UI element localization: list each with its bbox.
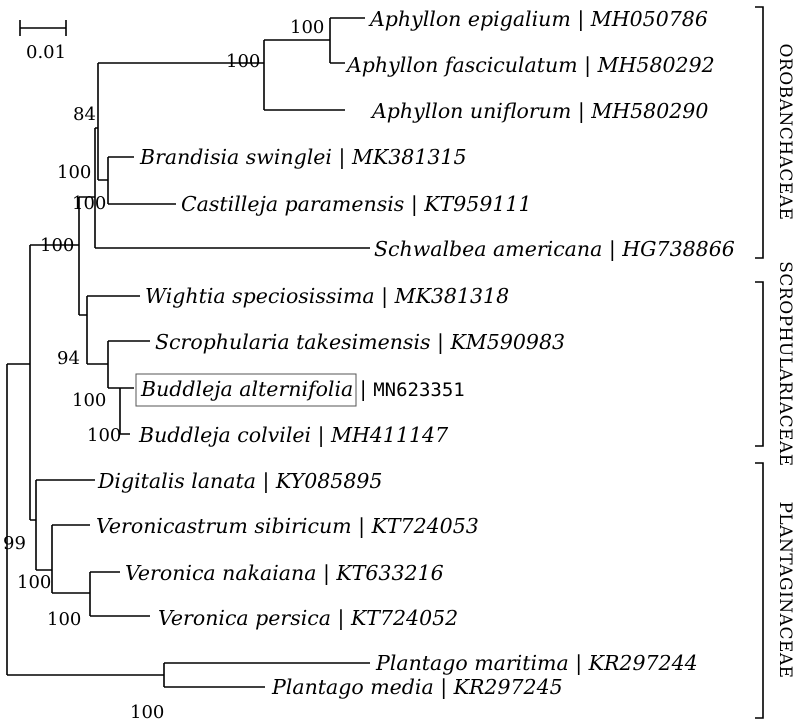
accession-number: MK381315 xyxy=(351,145,467,169)
accession-number: MH580292 xyxy=(597,53,715,77)
support-values: 100 100 84 100 100 100 94 100 100 99 100 100 100 xyxy=(3,17,324,723)
leaf-label: Aphyllon fasciculatum | MH580292 xyxy=(345,53,715,78)
taxon-name: Veronicastrum sibiricum xyxy=(96,514,352,538)
support-value: 100 xyxy=(72,193,106,214)
highlight-box xyxy=(135,373,357,407)
family-label: SCROPHULARIACEAE xyxy=(775,261,795,466)
support-value: 100 xyxy=(290,17,324,38)
taxon-name: Aphyllon epigalium xyxy=(368,7,571,31)
taxon-name: Aphyllon fasciculatum xyxy=(345,53,578,77)
taxon-name: Aphyllon uniflorum xyxy=(370,99,571,123)
tree-branches xyxy=(6,17,370,688)
leaf-label: Veronicastrum sibiricum | KT724053 xyxy=(96,514,479,539)
leaf-label: Buddleja alternifolia | MN623351 xyxy=(140,377,465,402)
family-labels: OROBANCHACEAE SCROPHULARIACEAE PLANTAGINAC… xyxy=(775,43,795,678)
taxon-name: Plantago maritima xyxy=(375,651,569,675)
accession-number: KT633216 xyxy=(335,561,443,585)
leaf-label: Plantago media | KR297245 xyxy=(271,675,563,700)
leaf-label: Schwalbea americana | HG738866 xyxy=(374,237,735,262)
separator: | xyxy=(316,561,336,586)
accession-number: MH050786 xyxy=(590,7,708,31)
separator: | xyxy=(353,377,373,402)
separator: | xyxy=(571,99,591,124)
accession-number: MH580290 xyxy=(590,99,708,123)
taxon-name: Castilleja paramensis xyxy=(181,192,404,216)
scrophulariaceae-bracket xyxy=(755,281,764,447)
taxon-name: Schwalbea americana xyxy=(374,237,602,261)
separator: | xyxy=(571,7,591,32)
separator: | xyxy=(332,145,352,170)
scale-bar: 0.01 xyxy=(19,20,67,63)
support-value: 100 xyxy=(226,51,260,72)
separator: | xyxy=(431,330,451,355)
accession-number: KT724052 xyxy=(350,606,458,630)
leaf-label: Scrophularia takesimensis | KM590983 xyxy=(155,330,565,355)
accession-number: MK381318 xyxy=(394,284,510,308)
leaf-label: Aphyllon epigalium | MH050786 xyxy=(368,7,708,32)
separator: | xyxy=(569,651,589,676)
accession-number: HG738866 xyxy=(621,237,735,261)
support-value: 100 xyxy=(87,425,121,446)
accession-number: KR297244 xyxy=(588,651,698,675)
taxon-name: Brandisia swinglei xyxy=(139,145,332,169)
taxon-name: Veronica persica xyxy=(158,606,331,630)
family-brackets xyxy=(755,6,764,719)
orobanchaceae-bracket xyxy=(755,6,764,259)
accession-number: KT724053 xyxy=(371,514,479,538)
taxon-name: Digitalis lanata xyxy=(97,469,256,493)
separator: | xyxy=(352,514,372,539)
support-value: 100 xyxy=(40,235,74,256)
accession-number: KT959111 xyxy=(423,192,531,216)
family-label: OROBANCHACEAE xyxy=(775,43,795,220)
scale-bar-label: 0.01 xyxy=(26,42,66,63)
support-value: 100 xyxy=(57,162,91,183)
support-value: 94 xyxy=(57,348,80,369)
separator: | xyxy=(434,675,454,700)
accession-number: MH411147 xyxy=(330,423,449,447)
support-value: 100 xyxy=(72,390,106,411)
separator: | xyxy=(602,237,622,262)
separator: | xyxy=(331,606,351,631)
leaf-label: Digitalis lanata | KY085895 xyxy=(97,469,382,494)
accession-number: KM590983 xyxy=(449,330,565,354)
taxon-name: Plantago media xyxy=(271,675,434,699)
taxon-name: Buddleja alternifolia xyxy=(140,377,353,401)
leaf-label: Brandisia swinglei | MK381315 xyxy=(139,145,467,170)
leaf-label: Veronica persica | KT724052 xyxy=(158,606,458,631)
support-value: 84 xyxy=(73,104,96,125)
plantaginaceae-bracket xyxy=(755,462,764,719)
taxon-name: Wightia speciosissima xyxy=(145,284,375,308)
leaf-label: Veronica nakaiana | KT633216 xyxy=(125,561,444,586)
support-value: 99 xyxy=(3,533,26,554)
separator: | xyxy=(311,423,331,448)
accession-number: KY085895 xyxy=(275,469,383,493)
separator: | xyxy=(256,469,276,494)
support-value: 100 xyxy=(47,609,81,630)
accession-number: KR297245 xyxy=(453,675,563,699)
accession-number: MN623351 xyxy=(373,379,465,401)
leaf-label: Plantago maritima | KR297244 xyxy=(375,651,698,676)
separator: | xyxy=(375,284,395,309)
leaf-label: Buddleja colvilei | MH411147 xyxy=(138,423,449,448)
support-value: 100 xyxy=(130,702,164,723)
support-value: 100 xyxy=(17,572,51,593)
leaf-label: Aphyllon uniflorum | MH580290 xyxy=(370,99,708,124)
taxon-name: Scrophularia takesimensis xyxy=(155,330,431,354)
separator: | xyxy=(578,53,598,78)
leaf-label: Wightia speciosissima | MK381318 xyxy=(145,284,509,309)
separator: | xyxy=(404,192,424,217)
taxon-name: Buddleja colvilei xyxy=(138,423,311,447)
family-label: PLANTAGINACEAE xyxy=(775,501,795,678)
leaf-label: Castilleja paramensis | KT959111 xyxy=(181,192,532,217)
taxon-name: Veronica nakaiana xyxy=(125,561,316,585)
